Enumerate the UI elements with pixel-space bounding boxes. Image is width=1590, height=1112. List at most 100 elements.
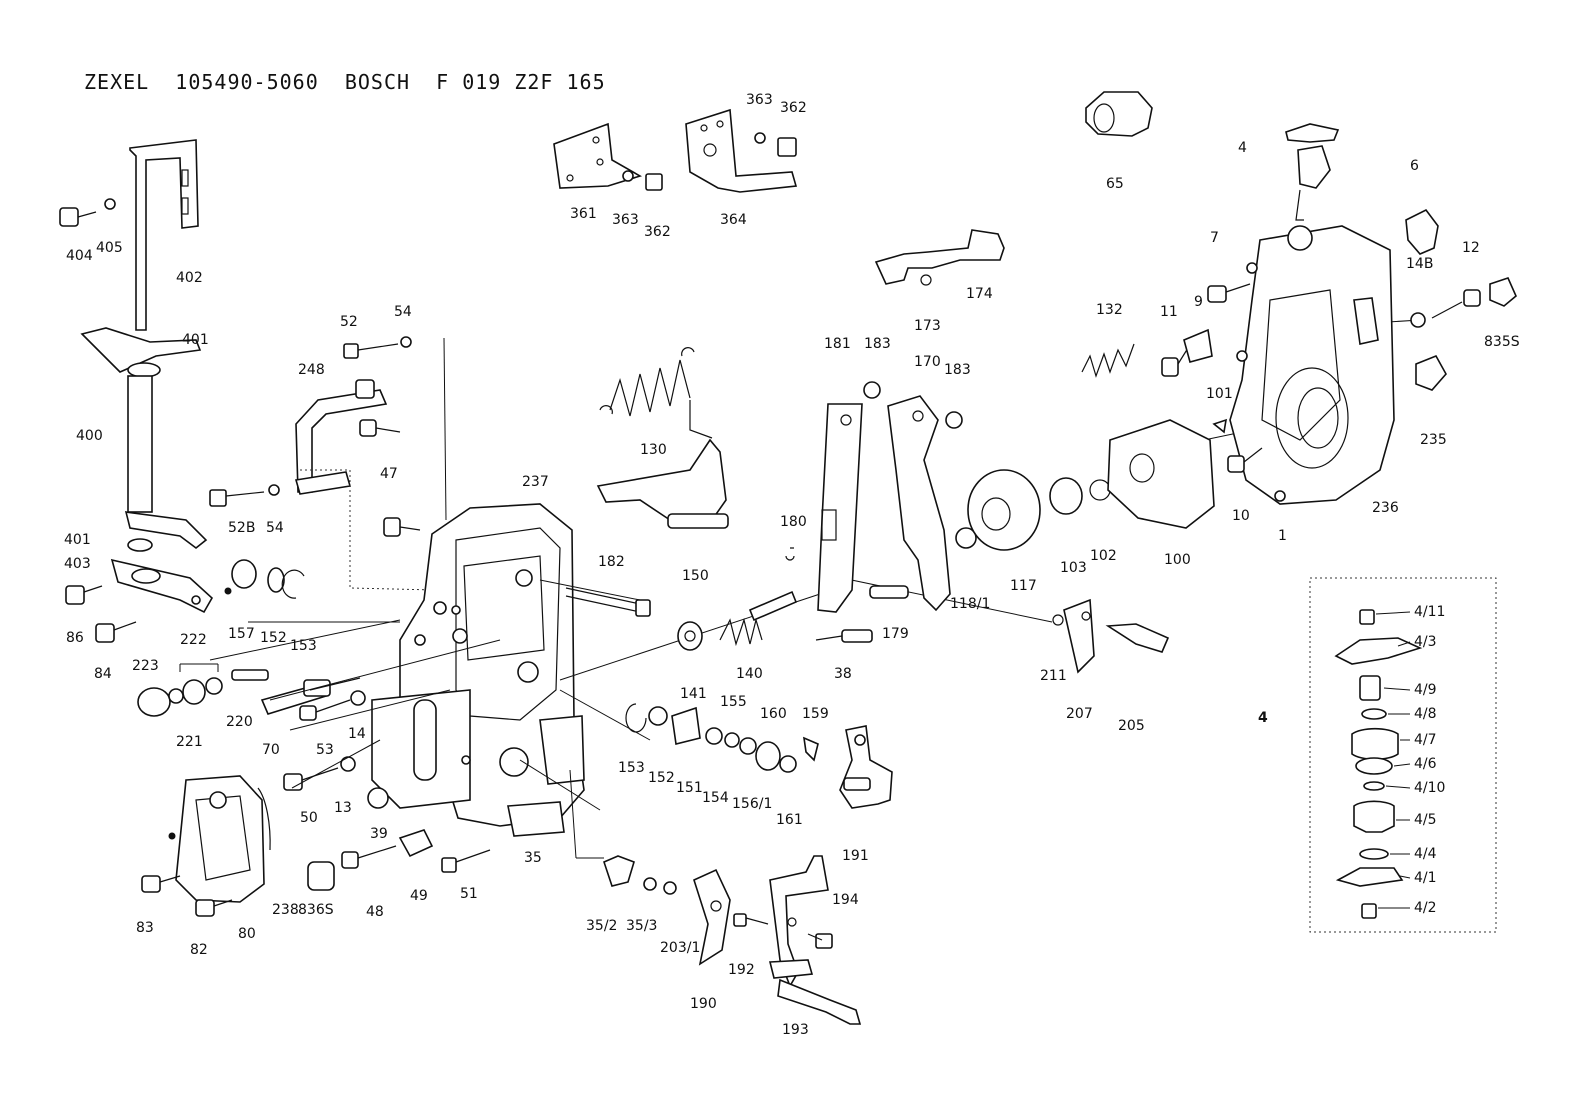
part-label: 11 [1160, 304, 1178, 320]
part-label: 70 [262, 742, 280, 758]
part-label: 84 [94, 666, 112, 682]
part-label: 155 [720, 694, 747, 710]
part-label: 161 [776, 812, 803, 828]
part-label: 52 [340, 314, 358, 330]
part-label: 39 [370, 826, 388, 842]
part-label: 4/11 [1414, 604, 1446, 620]
part-label: 4/5 [1414, 812, 1437, 828]
part-label: 156/1 [732, 796, 773, 812]
part-label: 404 [66, 248, 93, 264]
part-label: 193 [782, 1022, 809, 1038]
part-label: 211 [1040, 668, 1067, 684]
part-label: 4 [1238, 140, 1247, 156]
part-label: 4/1 [1414, 870, 1437, 886]
part-label: 4/2 [1414, 900, 1437, 916]
brackets-361-364 [553, 108, 798, 193]
part-label: 4/8 [1414, 706, 1437, 722]
part-label: 191 [842, 848, 869, 864]
part-label: 10 [1232, 508, 1250, 524]
lower-center-parts [603, 703, 893, 1025]
part-label: 4/7 [1414, 732, 1437, 748]
part-label: 117 [1010, 578, 1037, 594]
part-label: 80 [238, 926, 256, 942]
part-label: 173 [914, 318, 941, 334]
part-label: 364 [720, 212, 747, 228]
part-label: 203/1 [660, 940, 701, 956]
part-label: 363 [612, 212, 639, 228]
part-label: 14 [348, 726, 366, 742]
part-label: 183 [864, 336, 891, 352]
part-label: 151 [676, 780, 703, 796]
part-label: 170 [914, 354, 941, 370]
part-label: 181 [824, 336, 851, 352]
part-label: 4/4 [1414, 846, 1437, 862]
part-label: 183 [944, 362, 971, 378]
part-label: 54 [266, 520, 284, 536]
part-label: 401 [64, 532, 91, 548]
part-label: 362 [644, 224, 671, 240]
part-label: 179 [882, 626, 909, 642]
part-label: 160 [760, 706, 787, 722]
part-label: 236 [1372, 500, 1399, 516]
part-label: 4/10 [1414, 780, 1446, 796]
part-label: 220 [226, 714, 253, 730]
part-label: 12 [1462, 240, 1480, 256]
part-label: 4/9 [1414, 682, 1437, 698]
part-label: 190 [690, 996, 717, 1012]
part-label: 153 [290, 638, 317, 654]
part-label: 140 [736, 666, 763, 682]
middle-right-parts [785, 229, 1228, 674]
left-small-parts [137, 517, 491, 917]
part-label: 130 [640, 442, 667, 458]
part-label: 100 [1164, 552, 1191, 568]
part-label: 238 [272, 902, 299, 918]
part-label: 83 [136, 920, 154, 936]
part-label: 248 [298, 362, 325, 378]
part-label: 52B [228, 520, 256, 536]
part-label: 400 [76, 428, 103, 444]
part-label: 35/3 [626, 918, 658, 934]
part-label: 150 [682, 568, 709, 584]
part-label: 159 [802, 706, 829, 722]
part-label: 361 [570, 206, 597, 222]
part-label: 180 [780, 514, 807, 530]
part-label: 132 [1096, 302, 1123, 318]
part-label: 118/1 [950, 596, 991, 612]
part-label: 51 [460, 886, 478, 902]
part-label: 4/6 [1414, 756, 1437, 772]
part-label: 35 [524, 850, 542, 866]
part-label: 174 [966, 286, 993, 302]
part-label: 103 [1060, 560, 1087, 576]
part-label: 403 [64, 556, 91, 572]
part-label: 235 [1420, 432, 1447, 448]
part-label: 54 [394, 304, 412, 320]
diagram-title: ZEXEL 105490-5060 BOSCH F 019 Z2F 165 [84, 70, 606, 94]
part-label: 182 [598, 554, 625, 570]
part-label: 13 [334, 800, 352, 816]
part-label: 153 [618, 760, 645, 776]
part-label: 1 [1278, 528, 1287, 544]
part-label: 157 [228, 626, 255, 642]
bracket-248 [209, 336, 437, 591]
part-label: 401 [182, 332, 209, 348]
part-label: 362 [780, 100, 807, 116]
part-label: 207 [1066, 706, 1093, 722]
part-label: 6 [1410, 158, 1419, 174]
part-label: 402 [176, 270, 203, 286]
part-label: 192 [728, 962, 755, 978]
inset-box-item-4 [1309, 577, 1497, 933]
part-label: 102 [1090, 548, 1117, 564]
part-label: 50 [300, 810, 318, 826]
part-label: 65 [1106, 176, 1124, 192]
part-label: 141 [680, 686, 707, 702]
part-label: 221 [176, 734, 203, 750]
part-label: 7 [1210, 230, 1219, 246]
part-label: 363 [746, 92, 773, 108]
part-label: 223 [132, 658, 159, 674]
inset-leader-lines [1375, 611, 1411, 909]
part-label: 152 [648, 770, 675, 786]
part-label: 4/3 [1414, 634, 1437, 650]
part-label: 835S [1484, 334, 1520, 350]
lever-assembly-400 [59, 139, 232, 643]
